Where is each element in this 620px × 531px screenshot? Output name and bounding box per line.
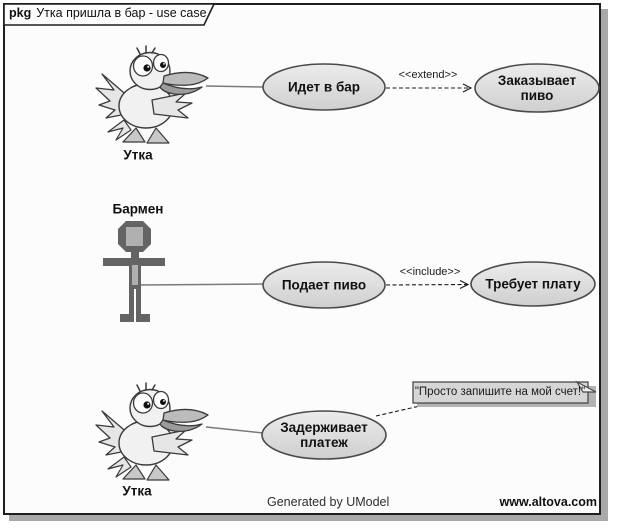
include-arrow xyxy=(385,280,470,289)
association-line-duck-goes-to-bar xyxy=(205,85,265,88)
use-case-serves-beer[interactable] xyxy=(262,261,386,309)
package-tab[interactable] xyxy=(3,3,216,26)
extend-stereotype-label: <<extend>> xyxy=(398,69,458,81)
actor-label-duck-bottom: Утка xyxy=(122,483,152,499)
actor-label-duck-top: Утка xyxy=(123,147,153,163)
use-case-label-orders-beer: Заказывает пиво xyxy=(497,72,577,103)
association-line-bartender-serves-beer xyxy=(139,283,265,286)
note[interactable] xyxy=(412,380,597,407)
use-case-delays-payment[interactable] xyxy=(261,410,387,460)
package-tab-title: pkg Утка пришла в бар - use case xyxy=(9,6,207,20)
package-keyword: pkg xyxy=(9,6,32,20)
generated-by-text: Generated by UModel xyxy=(267,495,390,509)
actor-label-bartender: Бармен xyxy=(112,201,164,217)
use-case-label-demands-payment: Требует плату xyxy=(485,276,581,292)
website-link[interactable]: www.altova.com xyxy=(499,495,597,509)
association-line-duck-delays-payment xyxy=(205,426,264,434)
include-stereotype-label: <<include>> xyxy=(399,266,461,278)
extend-arrow xyxy=(386,83,473,93)
use-case-label-goes-to-bar: Идет в бар xyxy=(287,79,361,95)
bartender-actor-icon[interactable] xyxy=(103,221,165,322)
use-case-demands-payment[interactable] xyxy=(470,261,596,307)
use-case-goes-to-bar[interactable] xyxy=(262,63,386,111)
diagram-title: Утка пришла в бар - use case xyxy=(36,6,207,20)
use-case-orders-beer[interactable] xyxy=(474,63,600,113)
use-case-label-serves-beer: Подает пиво xyxy=(281,277,367,293)
note-text: "Просто запишите на мой счет!" xyxy=(414,386,586,398)
note-fold-icon xyxy=(575,380,597,393)
use-case-label-delays-payment: Задерживает платеж xyxy=(280,419,368,450)
